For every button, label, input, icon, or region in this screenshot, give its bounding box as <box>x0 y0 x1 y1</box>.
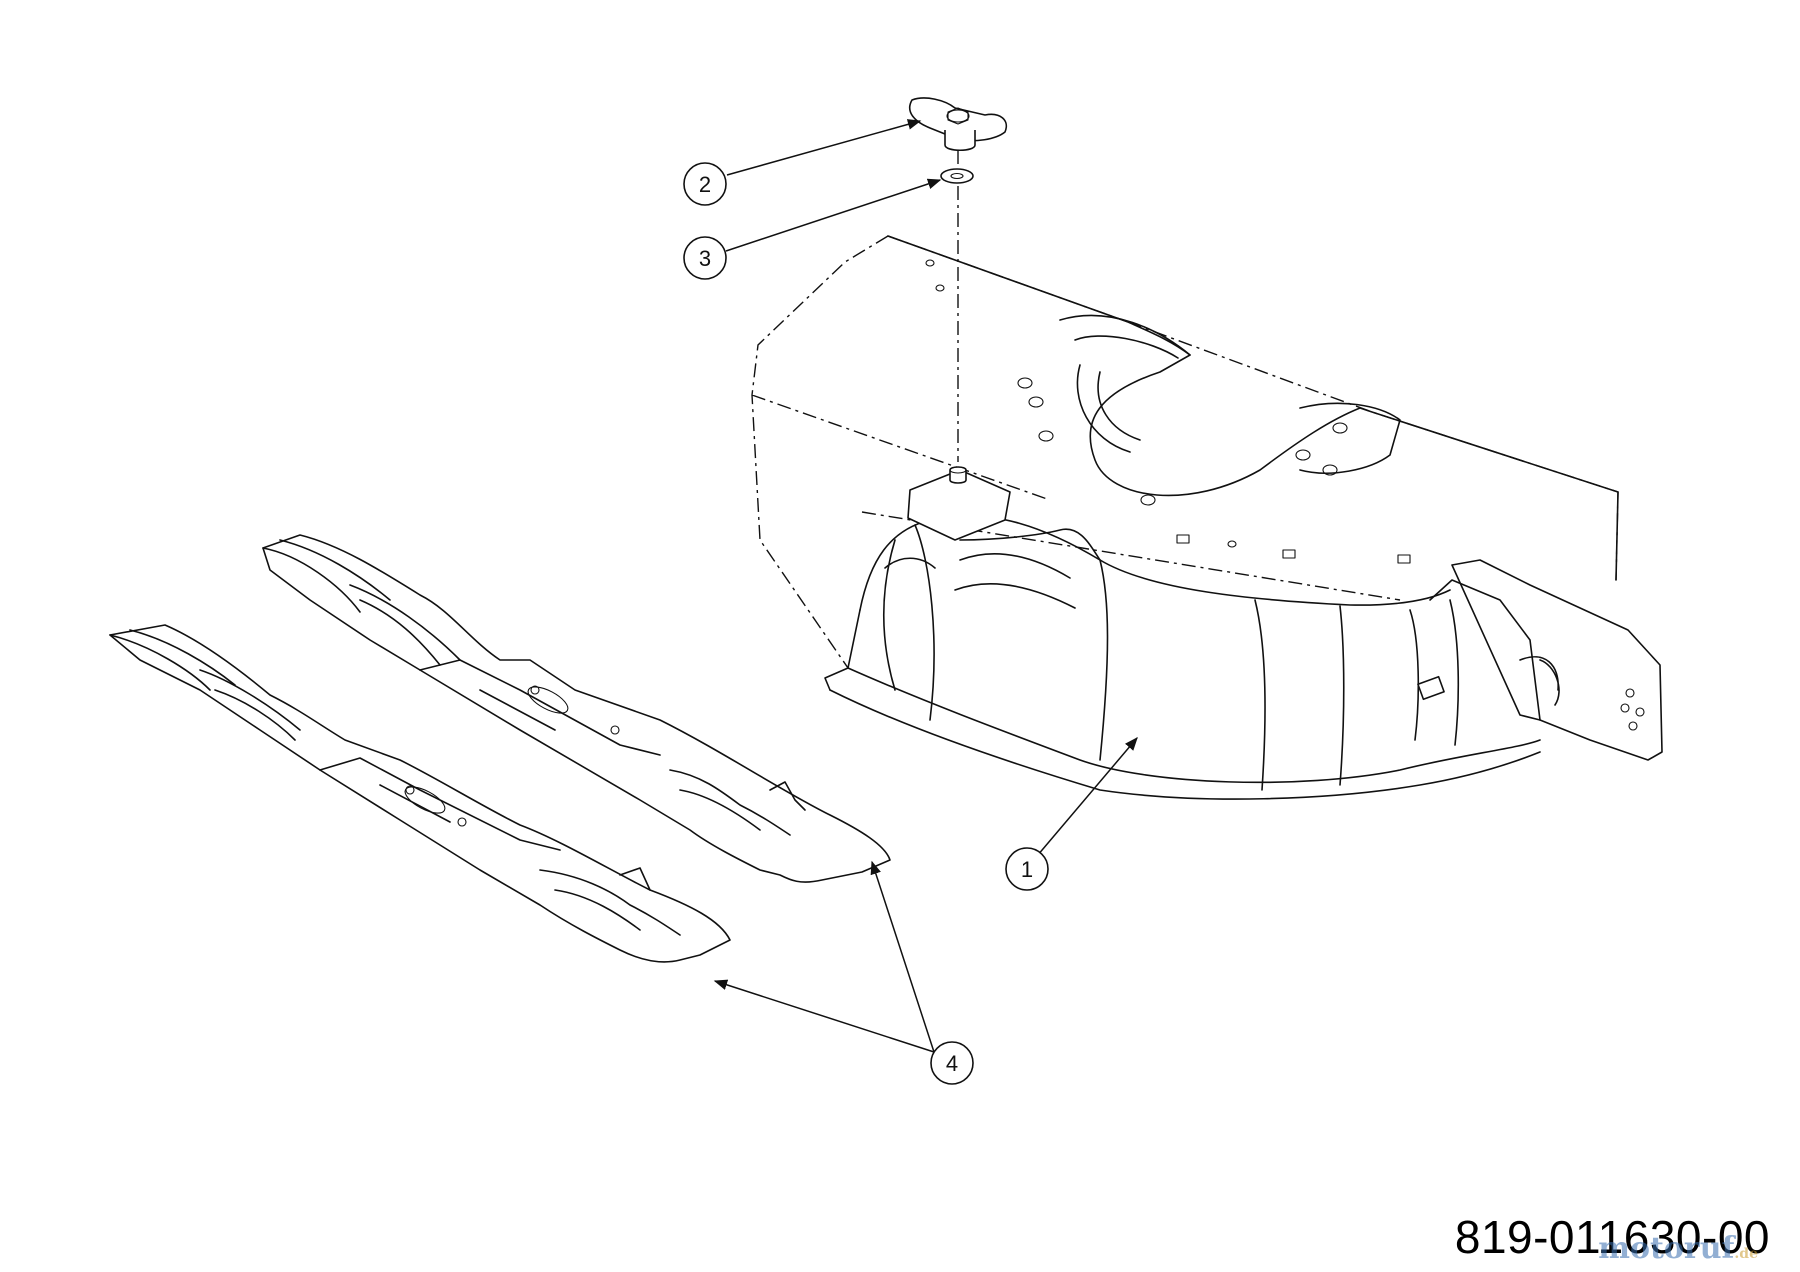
washer <box>940 168 974 184</box>
watermark-tail: .de <box>1734 1246 1758 1262</box>
deck-housing <box>751 235 1663 800</box>
callout-4-label: 4 <box>946 1051 958 1076</box>
callout-4: 4 <box>713 860 974 1085</box>
document-number: 819-011630-00 <box>1454 1211 1770 1263</box>
callout-1-label: 1 <box>1021 857 1033 882</box>
wing-nut <box>908 97 1007 152</box>
callout-2-label: 2 <box>699 172 711 197</box>
callout-2: 2 <box>683 119 922 206</box>
blade-upper <box>262 534 891 883</box>
callout-3: 3 <box>683 178 942 280</box>
watermark-logo: motoruf.de <box>1598 1231 1758 1266</box>
callout-1: 1 <box>1005 736 1138 891</box>
callout-3-label: 3 <box>699 246 711 271</box>
blade-lower <box>109 624 731 963</box>
watermark-main: motoruf <box>1598 1231 1735 1266</box>
